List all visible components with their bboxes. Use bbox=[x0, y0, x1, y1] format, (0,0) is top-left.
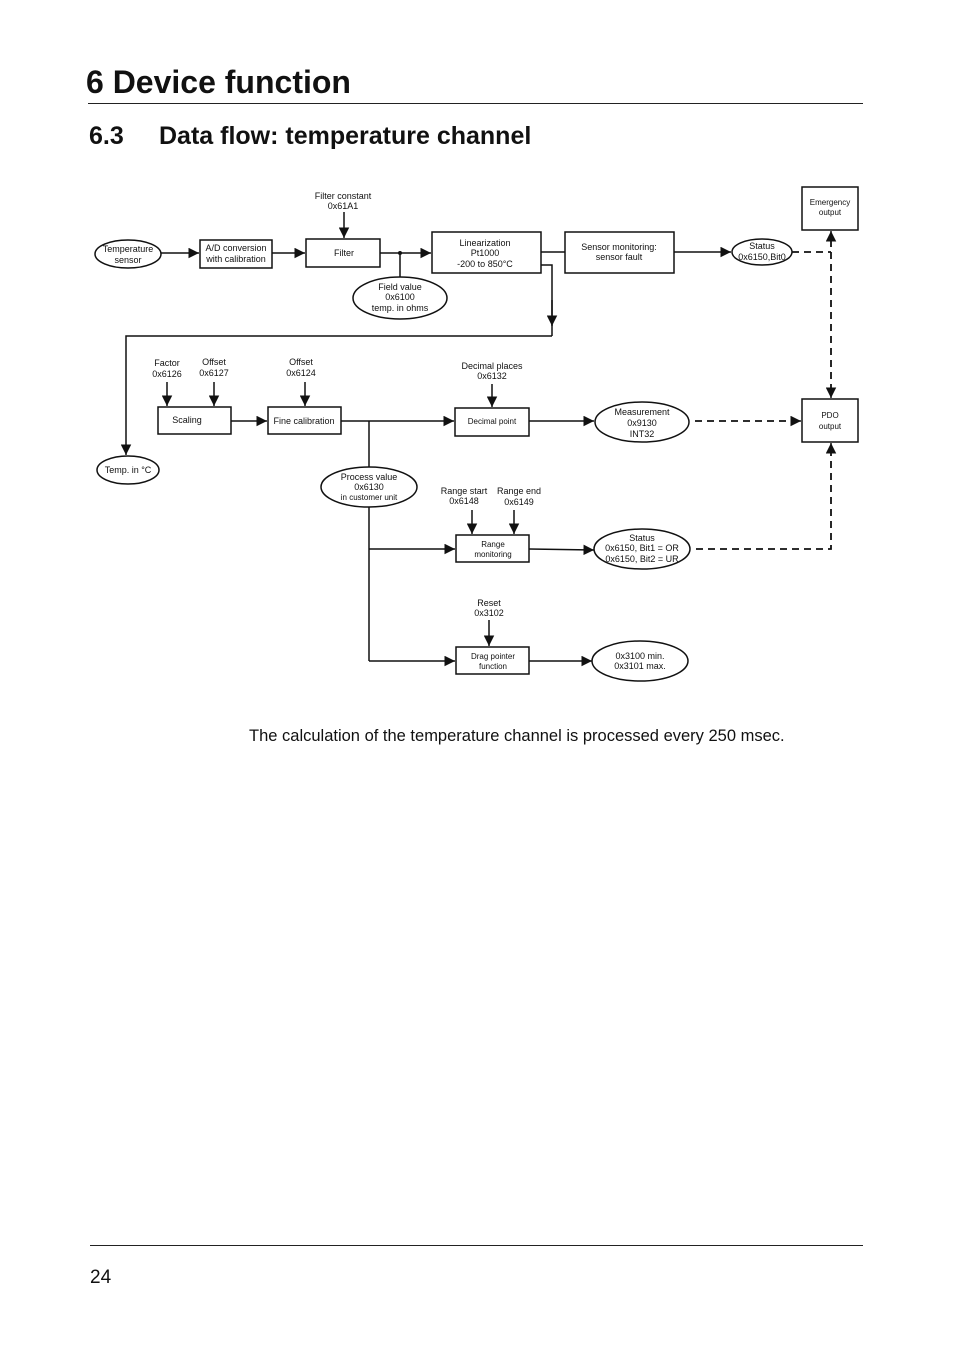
svg-text:0x6126: 0x6126 bbox=[152, 369, 182, 379]
svg-text:0x6150, Bit2 = UR: 0x6150, Bit2 = UR bbox=[605, 554, 679, 564]
svg-text:0x3101 max.: 0x3101 max. bbox=[614, 661, 666, 671]
node-field-value: Field value 0x6100 temp. in ohms bbox=[352, 276, 448, 320]
label-offset-scaling: Offset 0x6127 bbox=[199, 357, 229, 378]
node-linearization: Linearization Pt1000 -200 to 850°C bbox=[431, 231, 542, 274]
svg-text:sensor: sensor bbox=[114, 255, 141, 265]
node-measurement: Measurement 0x9130 INT32 bbox=[594, 401, 690, 443]
section-number: 6.3 bbox=[89, 122, 124, 150]
label-range-start: Range start 0x6148 bbox=[441, 486, 488, 506]
svg-text:Filter constant: Filter constant bbox=[315, 191, 372, 201]
svg-text:Pt1000: Pt1000 bbox=[471, 248, 500, 258]
section-title: Data flow: temperature channel bbox=[159, 122, 532, 150]
node-sensor-monitoring: Sensor monitoring: sensor fault bbox=[564, 231, 675, 274]
svg-text:Process value: Process value bbox=[341, 472, 398, 482]
svg-text:0x6124: 0x6124 bbox=[286, 368, 316, 378]
svg-text:Linearization: Linearization bbox=[459, 238, 510, 248]
svg-text:in customer unit: in customer unit bbox=[341, 493, 398, 502]
svg-text:with calibration: with calibration bbox=[205, 254, 266, 264]
svg-text:0x6148: 0x6148 bbox=[449, 496, 479, 506]
svg-text:output: output bbox=[819, 422, 842, 431]
node-process-value: Process value 0x6130 in customer unit bbox=[320, 466, 418, 508]
node-filter: Filter bbox=[305, 238, 381, 268]
svg-text:Emergency: Emergency bbox=[810, 198, 850, 207]
header-rule bbox=[88, 103, 863, 104]
label-factor: Factor 0x6126 bbox=[152, 358, 182, 379]
svg-text:monitoring: monitoring bbox=[474, 550, 511, 559]
node-fine-calibration: Fine calibration bbox=[267, 406, 342, 435]
svg-text:Reset: Reset bbox=[477, 598, 501, 608]
svg-text:Temp. in °C: Temp. in °C bbox=[105, 465, 152, 475]
svg-text:Factor: Factor bbox=[154, 358, 180, 368]
svg-text:Decimal places: Decimal places bbox=[461, 361, 523, 371]
svg-text:temp. in ohms: temp. in ohms bbox=[372, 303, 429, 313]
node-status-range: Status 0x6150, Bit1 = OR 0x6150, Bit2 = … bbox=[593, 528, 691, 570]
svg-text:0x6130: 0x6130 bbox=[354, 482, 384, 492]
svg-text:0x61A1: 0x61A1 bbox=[328, 201, 359, 211]
node-decimal-point: Decimal point bbox=[454, 407, 530, 437]
connectors bbox=[120, 212, 837, 667]
svg-text:0x6149: 0x6149 bbox=[504, 497, 534, 507]
svg-text:output: output bbox=[819, 208, 842, 217]
svg-text:A/D conversion: A/D conversion bbox=[205, 243, 266, 253]
svg-text:Status: Status bbox=[749, 241, 775, 251]
svg-text:Offset: Offset bbox=[289, 357, 313, 367]
label-decimal-places: Decimal places 0x6132 bbox=[461, 361, 523, 381]
svg-text:Temperature: Temperature bbox=[103, 244, 154, 254]
svg-text:0x6132: 0x6132 bbox=[477, 371, 507, 381]
svg-text:0x3102: 0x3102 bbox=[474, 608, 504, 618]
node-pdo-output: PDO output bbox=[801, 398, 859, 443]
svg-text:Scaling: Scaling bbox=[172, 415, 202, 425]
node-scaling: Scaling bbox=[157, 406, 232, 435]
node-ad-conversion: A/D conversion with calibration bbox=[199, 239, 273, 269]
svg-text:0x6127: 0x6127 bbox=[199, 368, 229, 378]
label-filter-constant: Filter constant 0x61A1 bbox=[315, 191, 372, 211]
svg-text:Offset: Offset bbox=[202, 357, 226, 367]
svg-text:0x6150, Bit1 = OR: 0x6150, Bit1 = OR bbox=[605, 543, 679, 553]
svg-text:Measurement: Measurement bbox=[614, 407, 670, 417]
footer-rule bbox=[90, 1245, 863, 1246]
svg-text:Decimal point: Decimal point bbox=[468, 417, 517, 426]
label-range-end: Range end 0x6149 bbox=[497, 486, 541, 507]
svg-text:INT32: INT32 bbox=[630, 429, 655, 439]
svg-text:Range end: Range end bbox=[497, 486, 541, 496]
node-temp-celsius: Temp. in °C bbox=[96, 455, 160, 485]
svg-text:PDO: PDO bbox=[821, 411, 838, 420]
svg-text:Field value: Field value bbox=[378, 282, 422, 292]
svg-text:Filter: Filter bbox=[334, 248, 354, 258]
svg-text:-200 to 850°C: -200 to 850°C bbox=[457, 259, 513, 269]
node-temperature-sensor: Temperature sensor bbox=[94, 239, 162, 269]
svg-text:0x9130: 0x9130 bbox=[627, 418, 657, 428]
node-drag-pointer: Drag pointer function bbox=[455, 646, 530, 675]
svg-text:sensor fault: sensor fault bbox=[596, 252, 643, 262]
svg-text:0x6100: 0x6100 bbox=[385, 292, 415, 302]
svg-text:Drag pointer: Drag pointer bbox=[471, 652, 515, 661]
caption: The calculation of the temperature chann… bbox=[249, 727, 785, 745]
svg-text:Range: Range bbox=[481, 540, 505, 549]
chapter-title: 6 Device function bbox=[86, 64, 351, 100]
label-offset-fine: Offset 0x6124 bbox=[286, 357, 316, 378]
label-reset: Reset 0x3102 bbox=[474, 598, 504, 618]
svg-text:Status: Status bbox=[629, 533, 655, 543]
node-status-sensor: Status 0x6150,Bit0 bbox=[731, 238, 793, 266]
node-emergency-output: Emergency output bbox=[801, 186, 859, 231]
svg-text:Sensor monitoring:: Sensor monitoring: bbox=[581, 242, 657, 252]
page-number: 24 bbox=[90, 1267, 112, 1288]
node-drag-outputs: 0x3100 min. 0x3101 max. bbox=[591, 640, 689, 682]
svg-text:Range start: Range start bbox=[441, 486, 488, 496]
svg-text:Fine calibration: Fine calibration bbox=[273, 416, 334, 426]
svg-text:0x3100 min.: 0x3100 min. bbox=[615, 651, 664, 661]
node-range-monitoring: Range monitoring bbox=[455, 534, 530, 563]
svg-text:function: function bbox=[479, 662, 507, 671]
svg-text:0x6150,Bit0: 0x6150,Bit0 bbox=[738, 252, 786, 262]
